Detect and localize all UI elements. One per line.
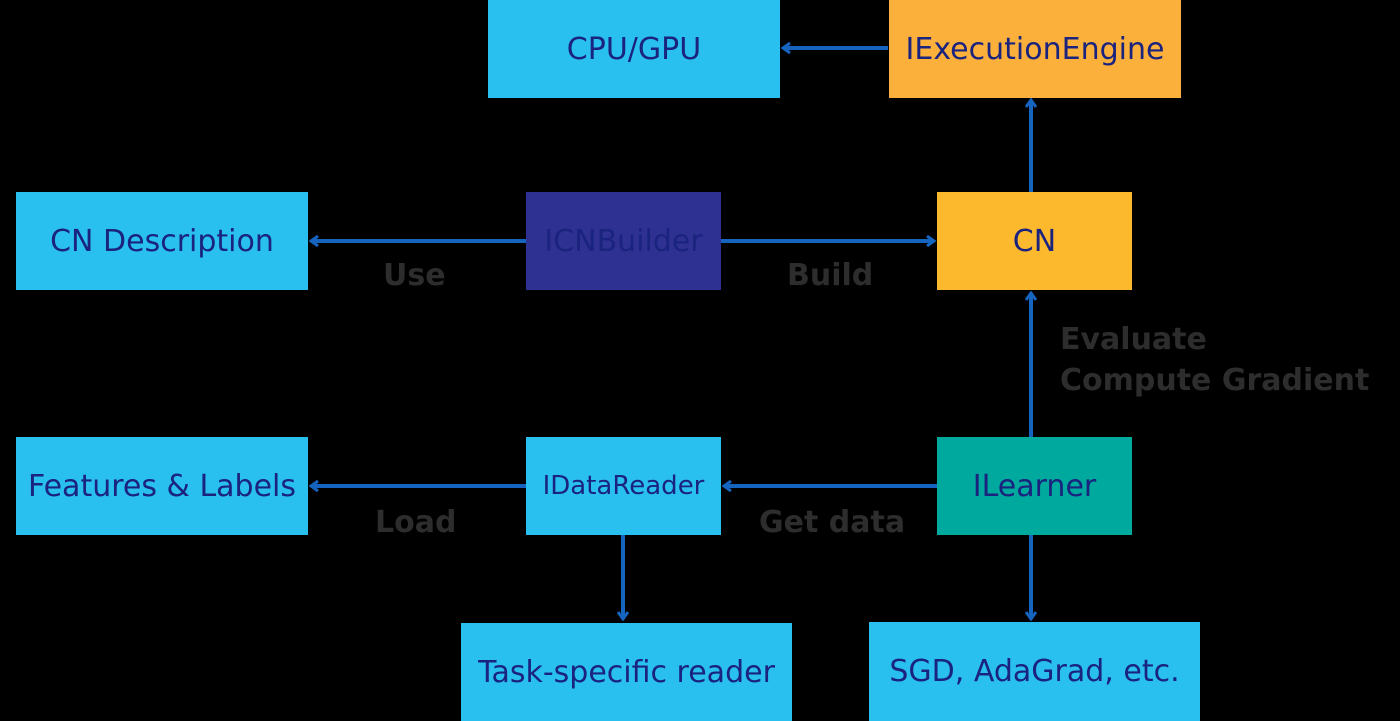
evaluate-label: Evaluate [1060, 322, 1207, 357]
optimizers-box: SGD, AdaGrad, etc. [869, 622, 1200, 721]
task-reader-box: Task-specific reader [461, 623, 792, 721]
learner-box: ILearner [937, 437, 1132, 535]
build-label: Build [787, 258, 874, 293]
get-data-label: Get data [759, 505, 906, 540]
use-label: Use [383, 258, 446, 293]
load-label: Load [375, 505, 457, 540]
execution-engine-box: IExecutionEngine [889, 0, 1181, 98]
cn-builder-box: ICNBuilder [526, 192, 721, 290]
data-reader-box: IDataReader [526, 437, 721, 535]
evaluate-compute-gradient-label: Evaluate Compute Gradient [1060, 320, 1369, 401]
cn-description-box: CN Description [16, 192, 308, 290]
compute-gradient-label: Compute Gradient [1060, 362, 1370, 398]
cpu-gpu-box: CPU/GPU [488, 0, 780, 98]
cn-box: CN [937, 192, 1132, 290]
features-labels-box: Features & Labels [16, 437, 308, 535]
